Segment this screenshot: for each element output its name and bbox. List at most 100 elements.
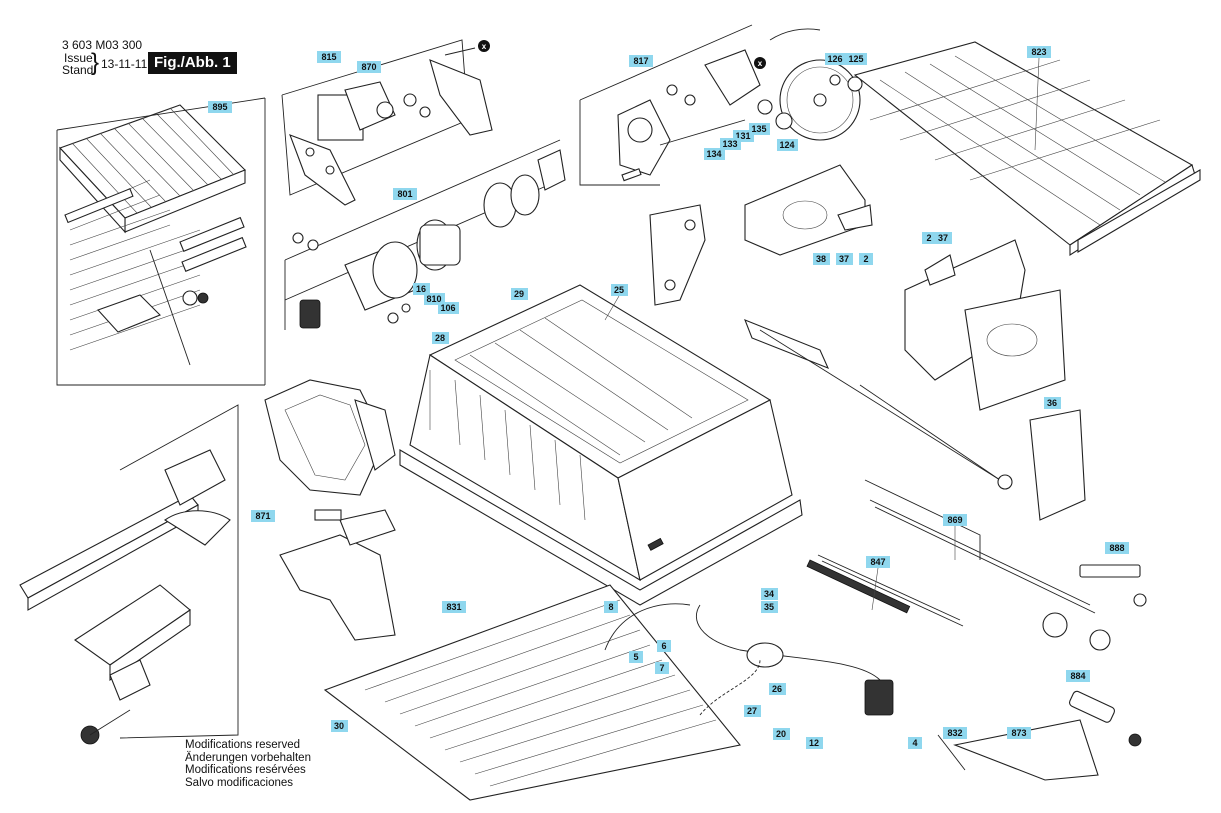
svg-text:26: 26: [772, 684, 782, 694]
callout-801: 801: [393, 188, 417, 200]
svg-text:847: 847: [870, 557, 885, 567]
callout-20: 20: [773, 728, 790, 740]
callout-823: 823: [1027, 46, 1051, 58]
callout-26: 26: [769, 683, 786, 695]
callout-5: 5: [629, 651, 643, 663]
callout-126: 126: [825, 53, 846, 65]
callout-869: 869: [943, 514, 967, 526]
svg-text:36: 36: [1047, 398, 1057, 408]
svg-text:4: 4: [912, 738, 917, 748]
callout-895: 895: [208, 101, 232, 113]
callout-134: 134: [704, 148, 725, 160]
svg-text:126: 126: [827, 54, 842, 64]
svg-text:29: 29: [514, 289, 524, 299]
callout-34: 34: [761, 588, 778, 600]
callout-16: 16: [413, 283, 430, 295]
callout-12: 12: [806, 737, 823, 749]
stand-label: Stand: [62, 63, 94, 77]
svg-text:38: 38: [816, 254, 826, 264]
riving-knife-bracket: [279, 509, 396, 641]
svg-text:832: 832: [947, 728, 962, 738]
svg-text:895: 895: [212, 102, 227, 112]
callout-124: 124: [777, 139, 798, 151]
svg-text:37: 37: [938, 233, 948, 243]
svg-text:35: 35: [764, 602, 774, 612]
svg-text:x: x: [482, 42, 487, 51]
callout-106: 106: [438, 302, 459, 314]
svg-text:2: 2: [863, 254, 868, 264]
svg-text:831: 831: [446, 602, 461, 612]
callout-36: 36: [1044, 397, 1061, 409]
marker-x-1: x: [478, 40, 490, 52]
leader-lines: [604, 57, 1040, 611]
callout-888: 888: [1105, 542, 1129, 554]
svg-text:34: 34: [764, 589, 774, 599]
callout-832: 832: [943, 727, 967, 739]
svg-text:12: 12: [809, 738, 819, 748]
saw-blade: [757, 28, 863, 141]
callout-2: 2: [859, 253, 873, 265]
svg-text:8: 8: [608, 602, 613, 612]
callout-25: 25: [611, 284, 628, 296]
svg-text:801: 801: [397, 189, 412, 199]
note-line: Modifications reserved: [185, 739, 301, 751]
callout-884: 884: [1066, 670, 1090, 682]
svg-text:135: 135: [751, 124, 766, 134]
note-line: Änderungen vorbehalten: [185, 751, 311, 764]
svg-text:30: 30: [334, 721, 344, 731]
svg-text:125: 125: [848, 54, 863, 64]
svg-text:884: 884: [1070, 671, 1085, 681]
svg-text:817: 817: [633, 56, 648, 66]
callout-873: 873: [1007, 727, 1031, 739]
callout-30: 30: [331, 720, 348, 732]
callout-125: 125: [846, 53, 867, 65]
arbor-assembly: [579, 24, 761, 186]
callout-831: 831: [442, 601, 466, 613]
callout-29: 29: [511, 288, 528, 300]
callout-817: 817: [629, 55, 653, 67]
header-brace: }: [91, 49, 100, 76]
callout-871: 871: [251, 510, 275, 522]
document-number: 3 603 M03 300: [62, 38, 143, 52]
svg-text:27: 27: [747, 706, 757, 716]
svg-text:870: 870: [361, 62, 376, 72]
svg-text:x: x: [758, 59, 763, 68]
issue-label: Issue: [64, 51, 93, 65]
callout-4: 4: [908, 737, 922, 749]
svg-text:20: 20: [776, 729, 786, 739]
callout-7: 7: [655, 662, 669, 674]
callout-870: 870: [357, 61, 381, 73]
marker-x-2: x: [754, 57, 766, 69]
svg-text:2: 2: [926, 233, 931, 243]
callout-35: 35: [761, 601, 778, 613]
cables-and-hose: [604, 603, 1099, 781]
svg-text:888: 888: [1109, 543, 1124, 553]
figure-label: Fig./Abb. 1: [148, 52, 237, 74]
svg-text:106: 106: [440, 303, 455, 313]
svg-text:869: 869: [947, 515, 962, 525]
fence-rail-parts: [744, 319, 1147, 747]
svg-text:131: 131: [735, 131, 750, 141]
callout-28: 28: [432, 332, 449, 344]
svg-text:134: 134: [706, 149, 721, 159]
svg-text:6: 6: [661, 641, 666, 651]
modifications-notes: Modifications reserved Änderungen vorbeh…: [185, 739, 311, 789]
callout-27: 27: [744, 705, 761, 717]
callout-2: 2: [922, 232, 936, 244]
callout-815: 815: [317, 51, 341, 63]
motor-assembly: [284, 139, 566, 330]
svg-text:25: 25: [614, 285, 624, 295]
svg-text:124: 124: [779, 140, 794, 150]
callout-6: 6: [657, 640, 671, 652]
svg-text:5: 5: [633, 652, 638, 662]
svg-text:28: 28: [435, 333, 445, 343]
issue-date: 13-11-11: [101, 57, 148, 71]
height-adjust-bracket: [649, 204, 706, 306]
svg-text:873: 873: [1011, 728, 1026, 738]
svg-text:16: 16: [416, 284, 426, 294]
svg-text:815: 815: [321, 52, 336, 62]
svg-text:810: 810: [426, 294, 441, 304]
svg-text:37: 37: [839, 254, 849, 264]
callout-37: 37: [935, 232, 952, 244]
callout-8: 8: [604, 601, 618, 613]
